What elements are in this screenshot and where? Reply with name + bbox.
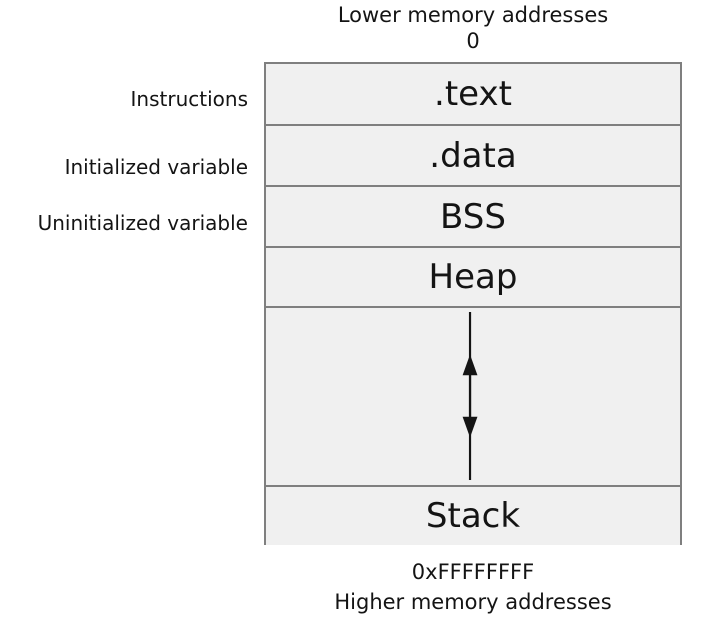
annotation-uninitialized-variable: Uninitialized variable (37, 211, 248, 235)
segment-data: .data (266, 126, 680, 187)
address-zero-label: 0 (466, 29, 480, 53)
segment-text-label: .text (434, 74, 512, 114)
annotation-initialized-variable: Initialized variable (64, 155, 248, 179)
lower-memory-addresses-caption: Lower memory addresses (337, 3, 609, 27)
memory-address-space-column: .text .data BSS Heap (264, 62, 682, 545)
segment-free-space (266, 308, 680, 487)
segment-heap: Heap (266, 248, 680, 308)
annotation-instructions: Instructions (130, 87, 248, 111)
higher-memory-addresses-caption: Higher memory addresses (334, 590, 612, 614)
segment-text: .text (266, 64, 680, 126)
segment-bss: BSS (266, 187, 680, 248)
segment-stack-label: Stack (425, 496, 521, 536)
growth-direction-arrows (462, 311, 478, 481)
stack-grows-up-arrow (462, 354, 478, 481)
segment-heap-label: Heap (428, 257, 518, 297)
segment-stack: Stack (266, 487, 680, 545)
heap-grows-down-arrow (462, 311, 478, 438)
address-max-label: 0xFFFFFFFF (411, 560, 535, 584)
segment-data-label: .data (429, 135, 517, 176)
segment-bss-label: BSS (440, 196, 506, 237)
